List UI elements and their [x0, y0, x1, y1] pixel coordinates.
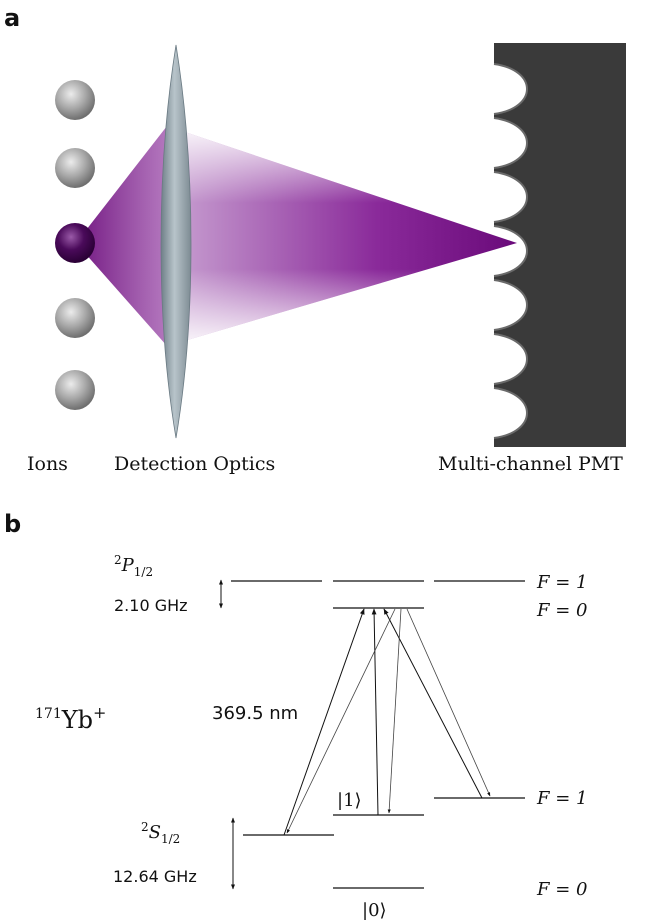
ion-dark: [55, 80, 95, 120]
f-label-p-f1: F = 1: [536, 572, 587, 593]
ion-bright: [55, 223, 95, 263]
excitation-arrow-right: [383, 608, 483, 799]
decay-arrow-center: [387, 608, 402, 814]
ket-one-label: |1⟩: [337, 790, 362, 811]
p-state-label: 2P1/2: [114, 553, 153, 579]
wavelength-label: 369.5 nm: [212, 703, 298, 724]
fluorescence-cone-fade: [167, 126, 517, 346]
ion-dark: [55, 148, 95, 188]
pmt-label: Multi-channel PMT: [438, 453, 623, 475]
panel-b-label: b: [4, 510, 21, 538]
fluorescence-cone-left: [76, 126, 167, 346]
decay-arrow-left: [286, 608, 396, 834]
excitation-arrow-left: [283, 608, 365, 836]
panel-a-label: a: [4, 4, 20, 32]
f-label-s-f1: F = 1: [536, 788, 587, 809]
ion-dark: [55, 370, 95, 410]
s-splitting-label: 12.64 GHz: [113, 867, 197, 886]
multi-channel-pmt: [493, 43, 626, 447]
ions-label: Ions: [27, 453, 68, 475]
detection-optics-label: Detection Optics: [114, 453, 275, 475]
excitation-arrow-center: [371, 608, 379, 816]
decay-arrow-right: [406, 608, 491, 797]
p-splitting-label: 2.10 GHz: [114, 596, 188, 615]
s-state-label: 2S1/2: [141, 820, 180, 846]
ion-dark: [55, 298, 95, 338]
species-label: 171Yb+: [35, 703, 106, 734]
f-label-p-f0: F = 0: [536, 600, 587, 621]
detection-lens: [160, 44, 192, 439]
ket-zero-label: |0⟩: [362, 900, 387, 921]
f-label-s-f0: F = 0: [536, 879, 587, 900]
